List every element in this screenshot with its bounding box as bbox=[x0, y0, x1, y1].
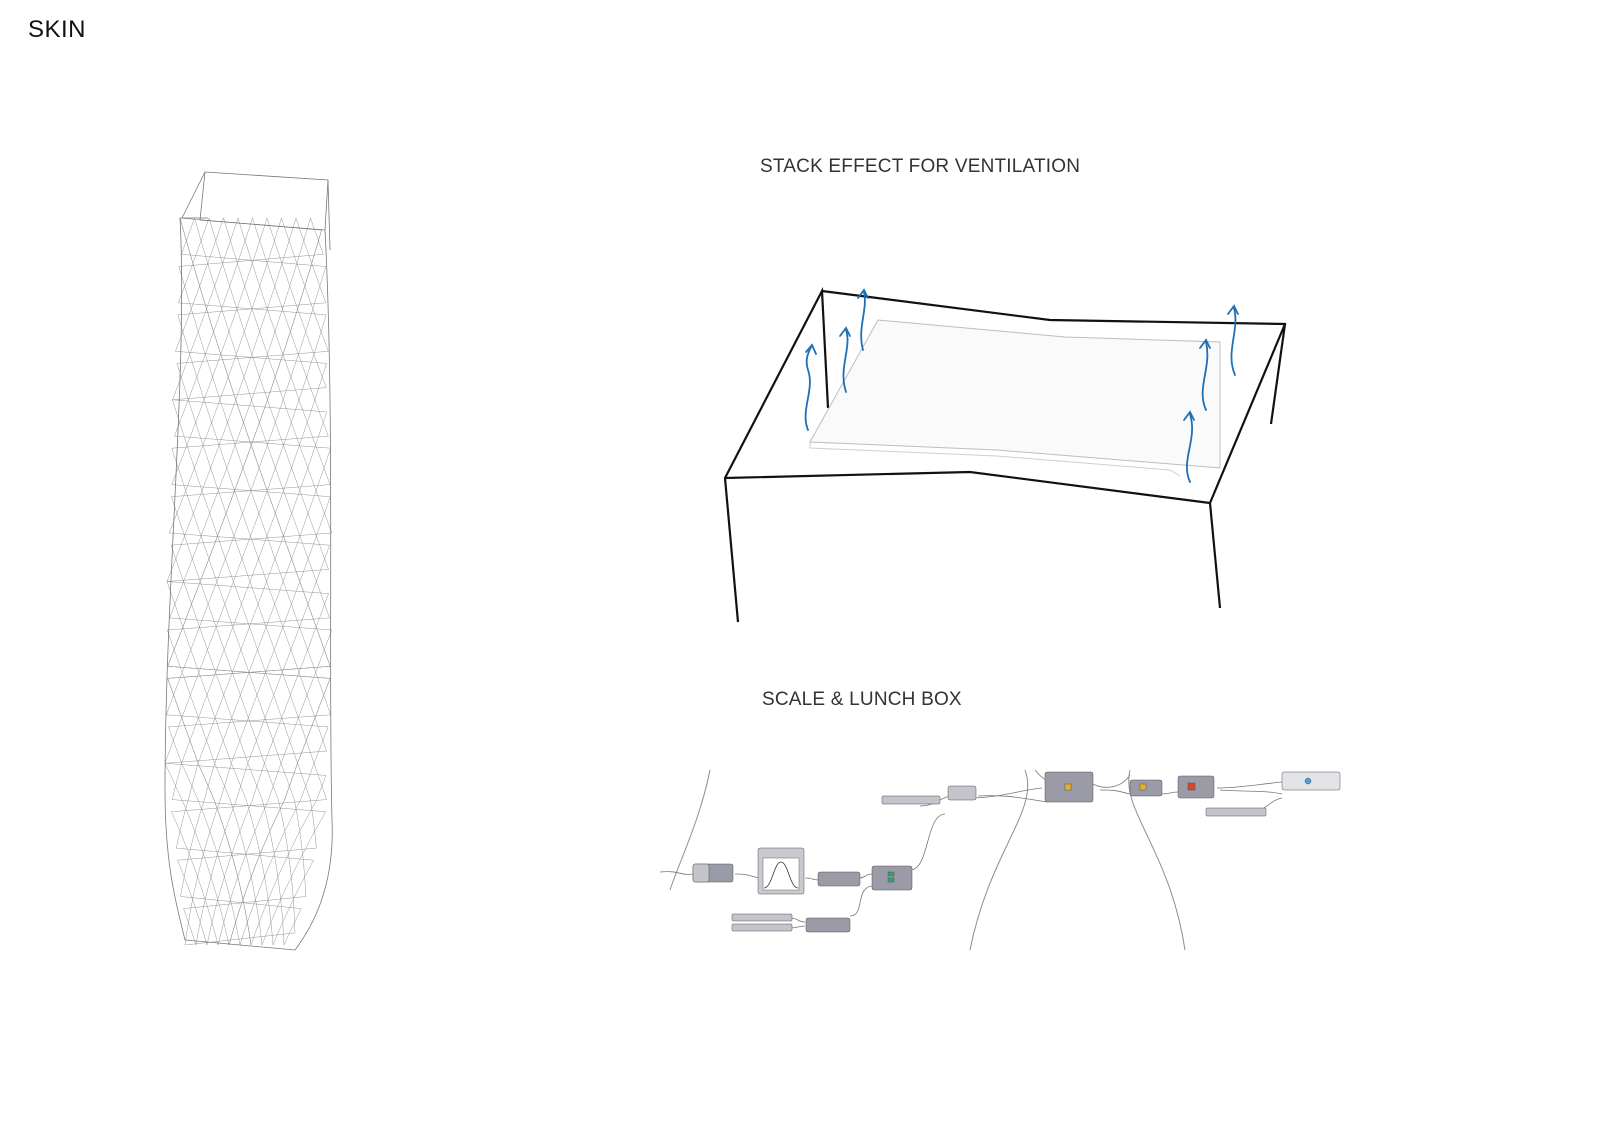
diagrid-line bbox=[166, 217, 329, 946]
roof-section-icon bbox=[723, 286, 1287, 623]
section-title-scale-lunch-box: SCALE & LUNCH BOX bbox=[762, 689, 962, 710]
diagrid-line bbox=[170, 217, 333, 946]
airflow-arrow-icon bbox=[1227, 304, 1239, 376]
diagrid-line bbox=[166, 217, 329, 946]
diagrid-line bbox=[171, 217, 331, 946]
diagrid-line bbox=[171, 217, 327, 946]
diagrid-line bbox=[167, 217, 331, 946]
remap-node bbox=[871, 865, 913, 891]
relay-node bbox=[947, 785, 977, 801]
diagrid-line bbox=[164, 217, 327, 946]
output-node bbox=[1281, 771, 1341, 791]
airflow-arrow-icon bbox=[804, 343, 817, 431]
diagrid-line bbox=[171, 217, 331, 946]
grasshopper-definition-diagram bbox=[659, 769, 1341, 951]
scale-nu-node bbox=[1044, 771, 1094, 803]
diagrid-line bbox=[171, 217, 329, 946]
diagrid-line bbox=[169, 217, 333, 946]
tower-wireframe-icon bbox=[164, 171, 333, 951]
diagrid-line bbox=[168, 217, 331, 946]
number-slider-node bbox=[881, 795, 941, 805]
number-slider-node bbox=[731, 913, 793, 922]
stack-effect-diagram bbox=[723, 286, 1287, 623]
diagrid-line bbox=[171, 217, 329, 946]
diagrid-line bbox=[167, 217, 331, 946]
page-title: SKIN bbox=[28, 16, 87, 43]
number-slider-node bbox=[1205, 807, 1267, 817]
diagrid-line bbox=[168, 217, 330, 946]
airflow-arrow-icon bbox=[839, 326, 851, 393]
airflow-arrow-icon bbox=[1199, 338, 1211, 411]
domain-node bbox=[692, 863, 734, 883]
airflow-arrow-icon bbox=[857, 288, 869, 351]
number-slider-node bbox=[731, 923, 793, 932]
airflow-arrow-icon bbox=[1183, 410, 1195, 483]
diagrid-line bbox=[164, 217, 327, 946]
construct-domain-node bbox=[805, 917, 851, 933]
diagrid-line bbox=[167, 217, 331, 946]
lunchbox-panel-node bbox=[1177, 775, 1215, 799]
pick-node bbox=[1129, 779, 1163, 797]
range-node bbox=[817, 871, 861, 887]
diagrid-line bbox=[166, 217, 330, 946]
diagrid-line bbox=[172, 217, 327, 946]
section-title-stack-effect: STACK EFFECT FOR VENTILATION bbox=[760, 156, 1081, 177]
graph-mapper-node bbox=[757, 847, 805, 895]
diagrid-line bbox=[167, 217, 331, 946]
diagrid-line bbox=[165, 217, 329, 946]
diagrid-line bbox=[172, 217, 328, 946]
airflow-arrows bbox=[804, 288, 1239, 483]
connection-wires bbox=[659, 781, 1283, 929]
